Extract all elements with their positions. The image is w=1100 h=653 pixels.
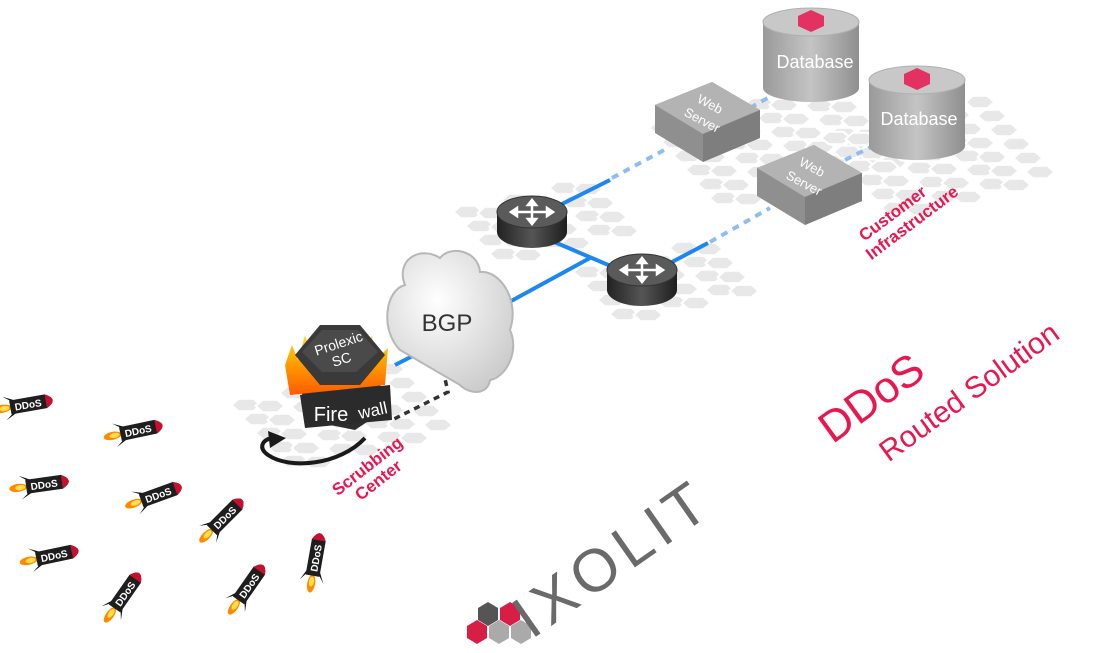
- ddos-rocket-icon: DDoS: [125, 481, 182, 515]
- floor-hex-tile: [867, 159, 901, 175]
- floor-hex-tile: [999, 177, 1033, 193]
- floor-hex-tile: [707, 163, 741, 179]
- floor-hex-tile: [987, 163, 1021, 179]
- floor-hex-tile: [595, 209, 629, 225]
- floor-hex-tile: [843, 131, 877, 147]
- floor-hex-tile: [987, 122, 1021, 138]
- firewall-top-line2: SC: [330, 349, 353, 370]
- ixolit-logo: IXOLIT: [467, 466, 724, 651]
- link-webserver1-db1-dashed: [749, 86, 786, 110]
- ddos-rocket-label: DDoS: [309, 544, 325, 573]
- floor-hex-tile: [385, 416, 419, 432]
- floor-hex-tile: [451, 204, 485, 220]
- floor-hex-tile: [229, 397, 263, 413]
- floor-hex-tile: [891, 187, 925, 203]
- bgp-cloud: BGP: [386, 249, 515, 393]
- router-2-arrows-icon: [618, 255, 666, 285]
- floor-hex-tile: [703, 255, 737, 271]
- floor-hex-tile: [397, 389, 431, 405]
- floor-hex-tile: [975, 108, 1009, 124]
- ddos-rocket-icon: DDoS: [299, 533, 326, 593]
- floor-hex-tile: [277, 426, 311, 442]
- floor-hex-tile: [265, 412, 299, 428]
- database-1-label: Database: [776, 52, 853, 72]
- floor-hex-tile: [385, 375, 419, 391]
- floor-hex-tile: [963, 94, 997, 110]
- ddos-rocket-icon: DDoS: [101, 572, 142, 623]
- database-2-label: Database: [880, 109, 957, 129]
- floor-hex-tile: [583, 195, 617, 211]
- floor-hex-tile: [1011, 150, 1045, 166]
- ddos-rocket-icon: DDoS: [19, 544, 79, 573]
- floor-hex-tile: [879, 173, 913, 189]
- floor-hex-tile: [289, 440, 323, 456]
- bgp-label: BGP: [422, 310, 473, 337]
- floor-hex-tile: [727, 283, 761, 299]
- ddos-rocket-icon: DDoS: [0, 394, 53, 421]
- link-router2-webserver2: [671, 241, 709, 264]
- floor-hex-tile: [397, 430, 431, 446]
- floor-hex-tile: [939, 175, 973, 191]
- floor-hex-tile: [547, 180, 581, 196]
- floor-hex-tile: [715, 269, 749, 285]
- ddos-rocket-icon: DDoS: [225, 564, 266, 615]
- ddos-rocket-label: DDoS: [14, 398, 43, 414]
- logo-hex-4: [489, 620, 509, 644]
- firewall-fire-label: Fire: [314, 404, 348, 426]
- ddos-rocket-icon: DDoS: [103, 419, 163, 448]
- ddos-rocket-icon: DDoS: [199, 498, 244, 543]
- floor-hex-tile: [1023, 164, 1057, 180]
- link-router1-webserver1: [559, 178, 611, 207]
- floor-hex-tile: [511, 247, 545, 263]
- logo-hex-1: [478, 602, 498, 626]
- floor-hex-tile: [827, 99, 861, 115]
- database-1: Database: [762, 7, 860, 102]
- floor-hex-tile: [571, 264, 605, 280]
- floor-hex-tile: [903, 201, 937, 217]
- floor-hex-tile: [779, 111, 813, 127]
- floor-hex-tile: [719, 177, 753, 193]
- firewall: Prolexic SC Fire wall: [285, 325, 392, 430]
- logo-hex-2: [500, 602, 520, 626]
- diagram-title: DDoS Routed Solution: [810, 316, 1066, 468]
- floor-hex-tile: [679, 295, 713, 311]
- floor-hex-tile: [999, 136, 1033, 152]
- link-router1-webserver1-dashed: [611, 146, 669, 180]
- database-2: Database: [868, 65, 966, 160]
- floor-hex-tile: [421, 417, 455, 433]
- database-2-core-icon: [904, 68, 930, 90]
- web-server-2: Web Server: [757, 145, 862, 225]
- ddos-rocket-icon: DDoS: [9, 474, 69, 500]
- logo-hex-5: [511, 620, 531, 644]
- link-router2-webserver2-dashed: [709, 206, 771, 244]
- floor-hex-tile: [975, 149, 1009, 165]
- database-1-core-icon: [798, 10, 824, 32]
- floor-hex-tile: [839, 113, 873, 129]
- logo-text: IXOLIT: [500, 466, 724, 651]
- floor-hex-tile: [951, 189, 985, 205]
- floor-hex-tile: [791, 125, 825, 141]
- router-2: [606, 253, 678, 306]
- scrubbing-loop-arrow-icon: [260, 431, 367, 466]
- router-1-arrows-icon: [508, 197, 556, 227]
- web-server-1: Web Server: [655, 82, 760, 162]
- floor-hex-tile: [963, 135, 997, 151]
- floor-hex-tile: [743, 137, 777, 153]
- floor-hex-tile: [731, 191, 765, 207]
- floor-hex-tile: [631, 307, 665, 323]
- floor-hex-tile: [607, 223, 641, 239]
- link-router1-router2: [544, 236, 621, 272]
- floor-hex-tile: [927, 161, 961, 177]
- floor-hex-tile: [819, 130, 853, 146]
- floor-hex-tile: [253, 398, 287, 414]
- ddos-rocket-label: DDoS: [30, 478, 59, 493]
- logo-hex-3: [467, 620, 487, 644]
- router-1: [496, 195, 568, 248]
